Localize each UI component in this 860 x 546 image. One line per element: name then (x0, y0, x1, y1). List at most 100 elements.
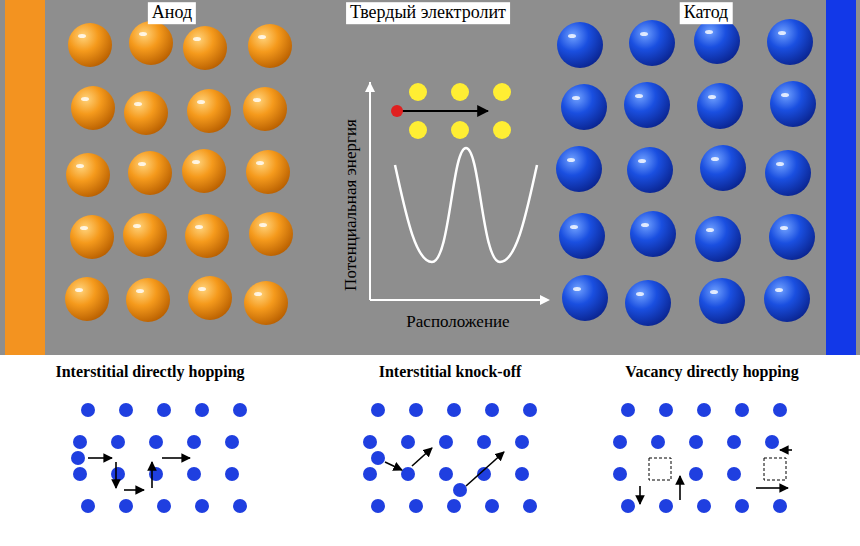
lattice-site (493, 83, 511, 101)
jump-arrow (639, 486, 641, 504)
mechanism-title: Interstitial directly hopping (51, 362, 248, 381)
vacancy (649, 458, 671, 480)
lattice-atom (447, 403, 461, 417)
cathode-particle (700, 145, 746, 191)
highlight (638, 159, 646, 163)
lattice-atom (735, 403, 749, 417)
jump-arrow (88, 457, 112, 459)
x-axis (370, 299, 548, 301)
highlight (705, 30, 713, 34)
anode-particle (185, 214, 229, 258)
lattice-atom (81, 499, 95, 513)
lattice-atom (697, 499, 711, 513)
highlight (710, 290, 718, 294)
highlight (781, 93, 789, 97)
energy-inset (365, 82, 550, 305)
anode-particle (248, 24, 292, 68)
mechanism-title: Interstitial knock-off (375, 362, 526, 381)
lattice-atom (453, 483, 467, 497)
lattice-atom (187, 467, 201, 481)
region-title: Твердый электролит (346, 2, 510, 24)
lattice-atom (73, 435, 87, 449)
cathode-particle (770, 81, 816, 127)
anode-particle (65, 277, 109, 321)
lattice-atom (689, 435, 703, 449)
lattice-atom (149, 435, 163, 449)
axis-label: Потенциальная энергия (341, 115, 361, 295)
lattice-atom (651, 435, 665, 449)
jump-arrow (162, 457, 190, 459)
lattice-atom (233, 499, 247, 513)
highlight (775, 288, 783, 292)
lattice-atom (727, 435, 741, 449)
cathode-particle (624, 82, 670, 128)
lattice-atom (727, 467, 741, 481)
cathode-particle (625, 280, 671, 326)
y-axis (369, 82, 371, 300)
anode-particle (128, 151, 172, 195)
anode-particle (183, 26, 227, 70)
highlight (253, 98, 261, 102)
highlight (706, 228, 714, 232)
anode-particle (123, 213, 167, 257)
lattice-atom (613, 467, 627, 481)
highlight (636, 292, 644, 296)
highlight (195, 225, 203, 229)
lattice-atom (363, 467, 377, 481)
highlight (256, 161, 264, 165)
anode-particle (71, 86, 115, 130)
lattice-atom (621, 499, 635, 513)
anode-particle (124, 91, 168, 135)
jump-arrow (151, 462, 153, 488)
axis-head (365, 82, 375, 92)
lattice-atom (621, 403, 635, 417)
highlight (258, 35, 266, 39)
lattice-atom (409, 499, 423, 513)
highlight (635, 94, 643, 98)
highlight (254, 292, 262, 296)
highlight (573, 287, 581, 291)
highlight (192, 160, 200, 164)
cathode-particle (764, 276, 810, 322)
lattice-atom (371, 451, 385, 465)
cathode-particle (562, 275, 608, 321)
highlight (75, 288, 83, 292)
cathode-particle (629, 20, 675, 66)
lattice-atom (735, 499, 749, 513)
jump-arrow (466, 452, 504, 486)
lattice-atom (195, 499, 209, 513)
highlight (198, 287, 206, 291)
lattice-site (451, 121, 469, 139)
mechanism-title: Vacancy directly hopping (621, 362, 802, 381)
highlight (780, 226, 788, 230)
anode-particle (129, 21, 173, 65)
lattice-atom (485, 499, 499, 513)
highlight (570, 225, 578, 229)
anode-particle (187, 89, 231, 133)
mobile-ion (391, 105, 403, 117)
lattice-atom (515, 435, 529, 449)
lattice-atom (689, 467, 703, 481)
highlight (193, 37, 201, 41)
lattice-atom (111, 435, 125, 449)
anode-particle (68, 23, 112, 67)
highlight (568, 34, 576, 38)
lattice-atom (659, 403, 673, 417)
lattice-site (493, 121, 511, 139)
lattice-atom (477, 435, 491, 449)
cathode-particle (559, 213, 605, 259)
highlight (572, 96, 580, 100)
lattice-atom (447, 499, 461, 513)
lattice-atom (773, 403, 787, 417)
jump-arrow (756, 487, 788, 489)
lattice-atom (765, 435, 779, 449)
lattice-atom (187, 435, 201, 449)
cathode-particle (765, 150, 811, 196)
cathode-particle (695, 216, 741, 262)
lattice-atom (523, 403, 537, 417)
jump-arrow (124, 489, 144, 491)
lattice-atom (371, 499, 385, 513)
lattice-atom (515, 467, 529, 481)
cell-background (0, 0, 860, 355)
cathode-particle (557, 22, 603, 68)
